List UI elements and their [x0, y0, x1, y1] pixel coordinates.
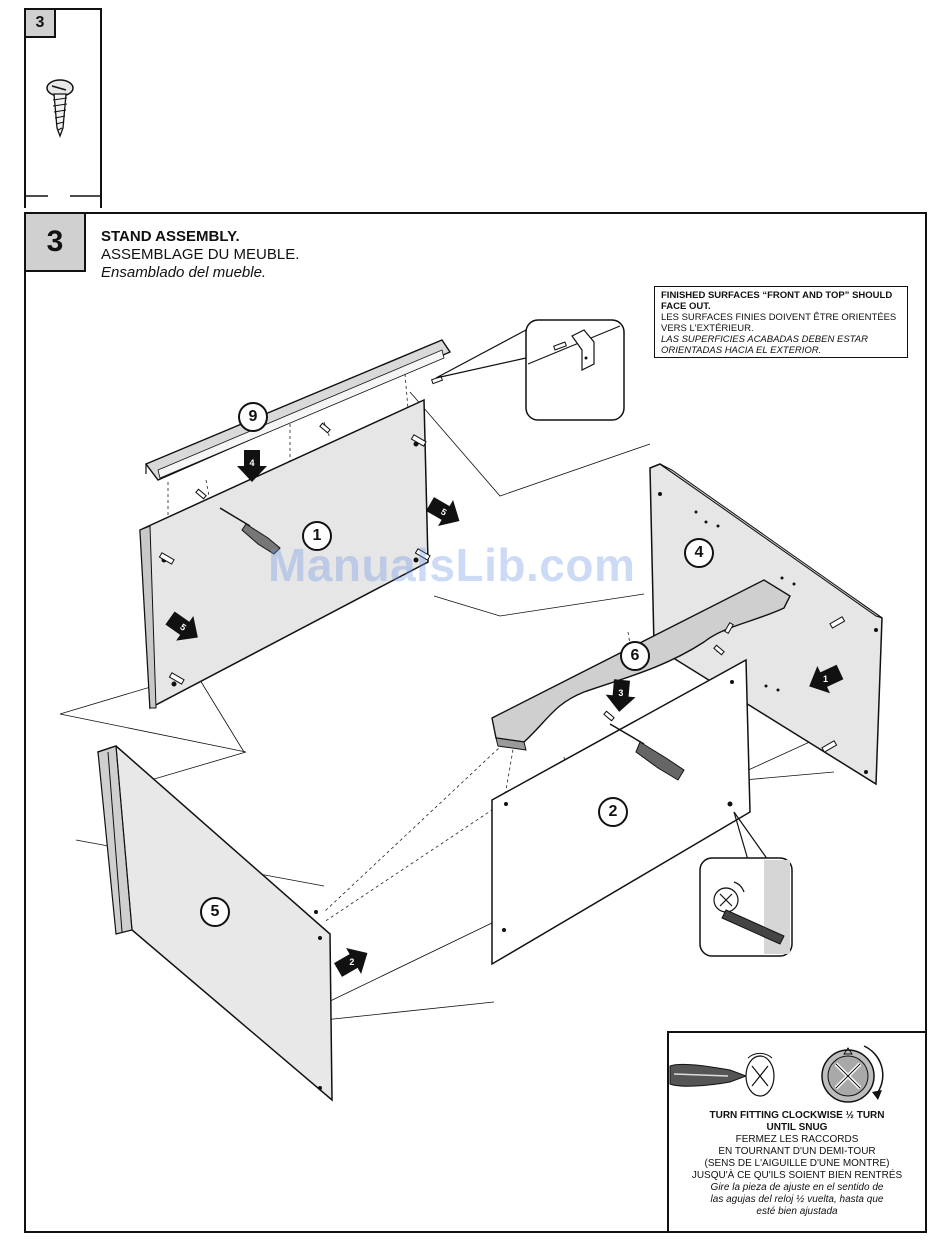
fitting-line-1: TURN FITTING CLOCKWISE ½ TURN [709, 1110, 885, 1121]
fitting-line-3: FERMEZ LES RACCORDS [735, 1134, 859, 1145]
hardware-step-badge: 3 [24, 8, 56, 38]
callout-part-4: 4 [684, 538, 714, 568]
arrow-5-right: 5 [426, 497, 460, 526]
screwdriver-icon-left [219, 507, 281, 555]
finished-surfaces-note: FINISHED SURFACES “FRONT AND TOP” SHOULD… [654, 286, 908, 358]
bracket-detail [525, 319, 625, 421]
svg-text:1: 1 [823, 674, 828, 684]
hardware-panel-cut-edge [26, 195, 102, 197]
hardware-step-number: 3 [35, 14, 45, 31]
callout-part-2: 2 [598, 797, 628, 827]
fitting-line-8: las agujas del reloj ½ vuelta, hasta que [710, 1194, 884, 1205]
svg-text:3: 3 [618, 688, 623, 698]
arrow-4: 4 [237, 450, 267, 482]
step-number: 3 [46, 225, 64, 258]
fitting-illustration [669, 1045, 884, 1103]
watermark: ManualsLib.com [268, 539, 636, 591]
arrow-2: 2 [334, 948, 368, 977]
svg-text:5: 5 [178, 622, 188, 633]
svg-text:2: 2 [349, 957, 354, 967]
step-title-es: Ensamblado del mueble. [101, 264, 267, 281]
fitting-line-4: EN TOURNANT D'UN DEMI-TOUR [718, 1146, 876, 1157]
fitting-line-5: (SENS DE L'AIGUILLE D'UNE MONTRE) [704, 1158, 890, 1169]
clockwise-arrow-icon [863, 1045, 884, 1093]
callout-part-9: 9 [238, 402, 268, 432]
note-line-4: VERS L'EXTÉRIEUR. [661, 323, 754, 334]
step-title-en: STAND ASSEMBLY. [101, 228, 240, 245]
note-line-6: ORIENTADAS HACIA EL EXTERIOR. [661, 345, 822, 356]
step-title-fr: ASSEMBLAGE DU MEUBLE. [101, 246, 300, 263]
fitting-line-6: JUSQU'À CE QU'ILS SOIENT BIEN RENTRÉS [691, 1170, 903, 1181]
svg-text:5: 5 [439, 506, 448, 517]
step-badge: 3 [24, 212, 86, 272]
note-line-3: LES SURFACES FINIES DOIVENT ÊTRE ORIENTÉ… [661, 312, 897, 323]
callout-part-5: 5 [200, 897, 230, 927]
fitting-line-9: esté bien ajustada [756, 1206, 838, 1217]
screw-icon [46, 79, 74, 138]
callout-part-1: 1 [302, 521, 332, 551]
note-line-2: FACE OUT. [661, 301, 711, 312]
arrow-5-left: 5 [165, 611, 198, 641]
fitting-instruction-text: TURN FITTING CLOCKWISE ½ TURN UNTIL SNUG… [669, 1110, 925, 1218]
note-line-1: FINISHED SURFACES “FRONT AND TOP” SHOULD [661, 290, 893, 301]
screwdriver-icon-right [609, 723, 685, 781]
fitting-instruction-panel [667, 1031, 927, 1233]
fitting-line-2: UNTIL SNUG [766, 1122, 828, 1133]
callout-part-6: 6 [620, 641, 650, 671]
fitting-line-7: Gire la pieza de ajuste en el sentido de [710, 1182, 884, 1193]
svg-text:4: 4 [249, 458, 254, 468]
arrow-3: 3 [605, 679, 636, 712]
arrow-1: 1 [809, 664, 844, 694]
note-line-5: LAS SUPERFICIES ACABADAS DEBEN ESTAR [661, 334, 868, 345]
